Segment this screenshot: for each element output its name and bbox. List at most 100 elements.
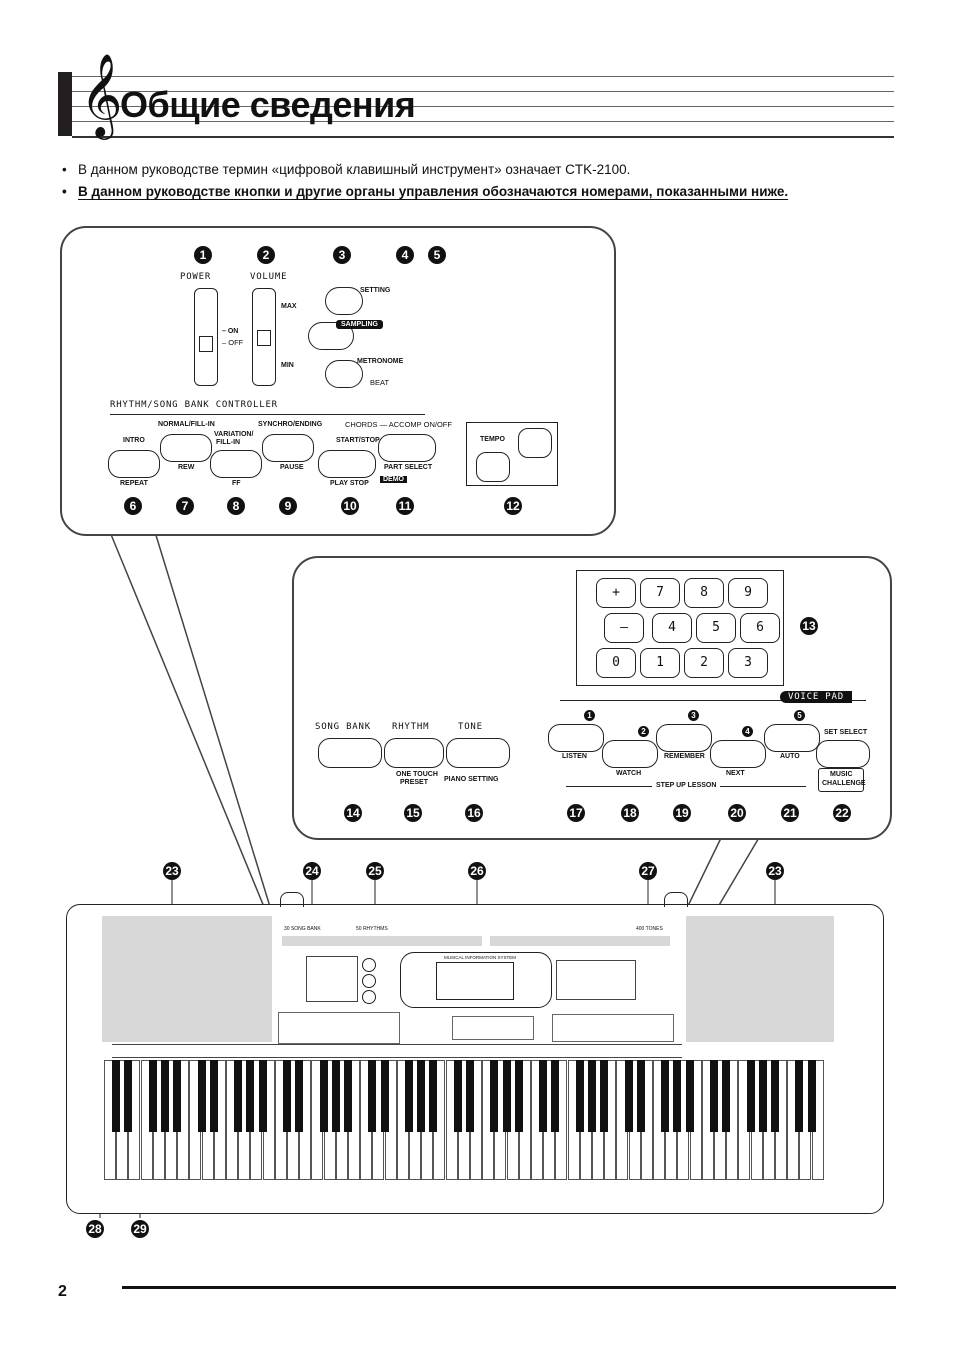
black-key[interactable] xyxy=(319,1060,328,1132)
black-key[interactable] xyxy=(685,1060,694,1132)
callout-26: 26 xyxy=(468,862,486,880)
variation-fill-button[interactable] xyxy=(210,450,262,478)
black-key[interactable] xyxy=(636,1060,645,1132)
volume-slider-knob[interactable] xyxy=(257,330,271,346)
song-bank-label: SONG BANK xyxy=(315,722,371,732)
black-key[interactable] xyxy=(148,1060,157,1132)
black-key[interactable] xyxy=(514,1060,523,1132)
tone-button[interactable] xyxy=(446,738,510,768)
keypad-1[interactable]: 1 xyxy=(640,648,680,678)
intro-label: INTRO xyxy=(123,437,145,444)
pause-label: PAUSE xyxy=(280,464,304,471)
black-key[interactable] xyxy=(197,1060,206,1132)
normal-fill-button[interactable] xyxy=(160,434,212,462)
black-key[interactable] xyxy=(112,1060,121,1132)
keypad-6[interactable]: 6 xyxy=(740,613,780,643)
next-button[interactable] xyxy=(710,740,766,768)
black-key[interactable] xyxy=(466,1060,474,1132)
callout-19: 19 xyxy=(673,804,691,822)
tempo-down-button[interactable] xyxy=(476,452,510,482)
mini-setting-button[interactable] xyxy=(362,958,376,972)
synchro-ending-button[interactable] xyxy=(262,434,314,462)
black-key[interactable] xyxy=(600,1060,609,1132)
callout-24: 24 xyxy=(303,862,321,880)
black-key[interactable] xyxy=(673,1060,682,1132)
black-key[interactable] xyxy=(173,1060,182,1132)
black-key[interactable] xyxy=(380,1060,389,1132)
black-key[interactable] xyxy=(295,1060,304,1132)
black-key[interactable] xyxy=(417,1060,426,1132)
black-key[interactable] xyxy=(344,1060,352,1132)
black-key[interactable] xyxy=(429,1060,438,1132)
auto-button[interactable] xyxy=(764,724,820,752)
title-bar-accent xyxy=(58,72,72,136)
black-key[interactable] xyxy=(771,1060,779,1132)
callout-27: 27 xyxy=(639,862,657,880)
rhythm-button[interactable] xyxy=(384,738,444,768)
keypad-3[interactable]: 3 xyxy=(728,648,768,678)
callout-5: 5 xyxy=(428,246,446,264)
footer-rule xyxy=(122,1286,896,1289)
music-label: MUSIC xyxy=(830,771,853,778)
callout-13: 13 xyxy=(800,617,818,635)
black-key[interactable] xyxy=(661,1060,670,1132)
callout-23: 23 xyxy=(163,862,181,880)
music-challenge-button[interactable] xyxy=(818,768,864,792)
remember-button[interactable] xyxy=(656,724,712,752)
voice-pad-num-1: 1 xyxy=(584,710,595,721)
callout-8: 8 xyxy=(227,497,245,515)
power-switch-knob[interactable] xyxy=(199,336,213,352)
variation-label: VARIATION/ xyxy=(214,431,254,438)
black-key[interactable] xyxy=(368,1060,377,1132)
accomp-button[interactable] xyxy=(378,434,436,462)
black-key[interactable] xyxy=(124,1060,133,1132)
black-key[interactable] xyxy=(161,1060,169,1132)
black-key[interactable] xyxy=(209,1060,218,1132)
mini-metronome-button[interactable] xyxy=(362,990,376,1004)
keypad-9[interactable]: 9 xyxy=(728,578,768,608)
black-key[interactable] xyxy=(502,1060,511,1132)
keypad-0[interactable]: 0 xyxy=(596,648,636,678)
normal-fill-label: NORMAL/FILL-IN xyxy=(158,421,215,428)
metronome-button[interactable] xyxy=(325,360,363,388)
black-key[interactable] xyxy=(283,1060,291,1132)
keypad-7[interactable]: 7 xyxy=(640,578,680,608)
black-key[interactable] xyxy=(758,1060,767,1132)
black-key[interactable] xyxy=(807,1060,816,1132)
black-key[interactable] xyxy=(746,1060,755,1132)
keypad-4[interactable]: 4 xyxy=(652,613,692,643)
keypad-5[interactable]: 5 xyxy=(696,613,736,643)
keypad-8[interactable]: 8 xyxy=(684,578,724,608)
keypad-plus[interactable]: + xyxy=(596,578,636,608)
start-stop-button[interactable] xyxy=(318,450,376,478)
max-label: MAX xyxy=(281,303,297,310)
black-key[interactable] xyxy=(710,1060,718,1132)
keypad-2[interactable]: 2 xyxy=(684,648,724,678)
black-key[interactable] xyxy=(405,1060,413,1132)
keypad-minus[interactable]: – xyxy=(604,613,644,643)
black-key[interactable] xyxy=(551,1060,560,1132)
black-key[interactable] xyxy=(453,1060,462,1132)
intro-button[interactable] xyxy=(108,450,160,478)
setting-button[interactable] xyxy=(325,287,363,315)
tempo-up-button[interactable] xyxy=(518,428,552,458)
black-key[interactable] xyxy=(258,1060,267,1132)
black-key[interactable] xyxy=(490,1060,499,1132)
listen-button[interactable] xyxy=(548,724,604,752)
black-key[interactable] xyxy=(722,1060,731,1132)
black-key[interactable] xyxy=(246,1060,255,1132)
bullet-2: •В данном руководстве кнопки и другие ор… xyxy=(62,184,789,199)
black-key[interactable] xyxy=(588,1060,596,1132)
black-key[interactable] xyxy=(624,1060,633,1132)
black-key[interactable] xyxy=(234,1060,243,1132)
watch-button[interactable] xyxy=(602,740,658,768)
black-key[interactable] xyxy=(795,1060,804,1132)
chords-label: CHORDS — ACCOMP ON/OFF xyxy=(345,420,452,429)
song-bank-button[interactable] xyxy=(318,738,382,768)
black-key[interactable] xyxy=(575,1060,584,1132)
beat-label: BEAT xyxy=(370,378,390,387)
black-key[interactable] xyxy=(331,1060,340,1132)
mini-sampling-button[interactable] xyxy=(362,974,376,988)
set-select-button[interactable] xyxy=(816,740,870,768)
black-key[interactable] xyxy=(539,1060,548,1132)
